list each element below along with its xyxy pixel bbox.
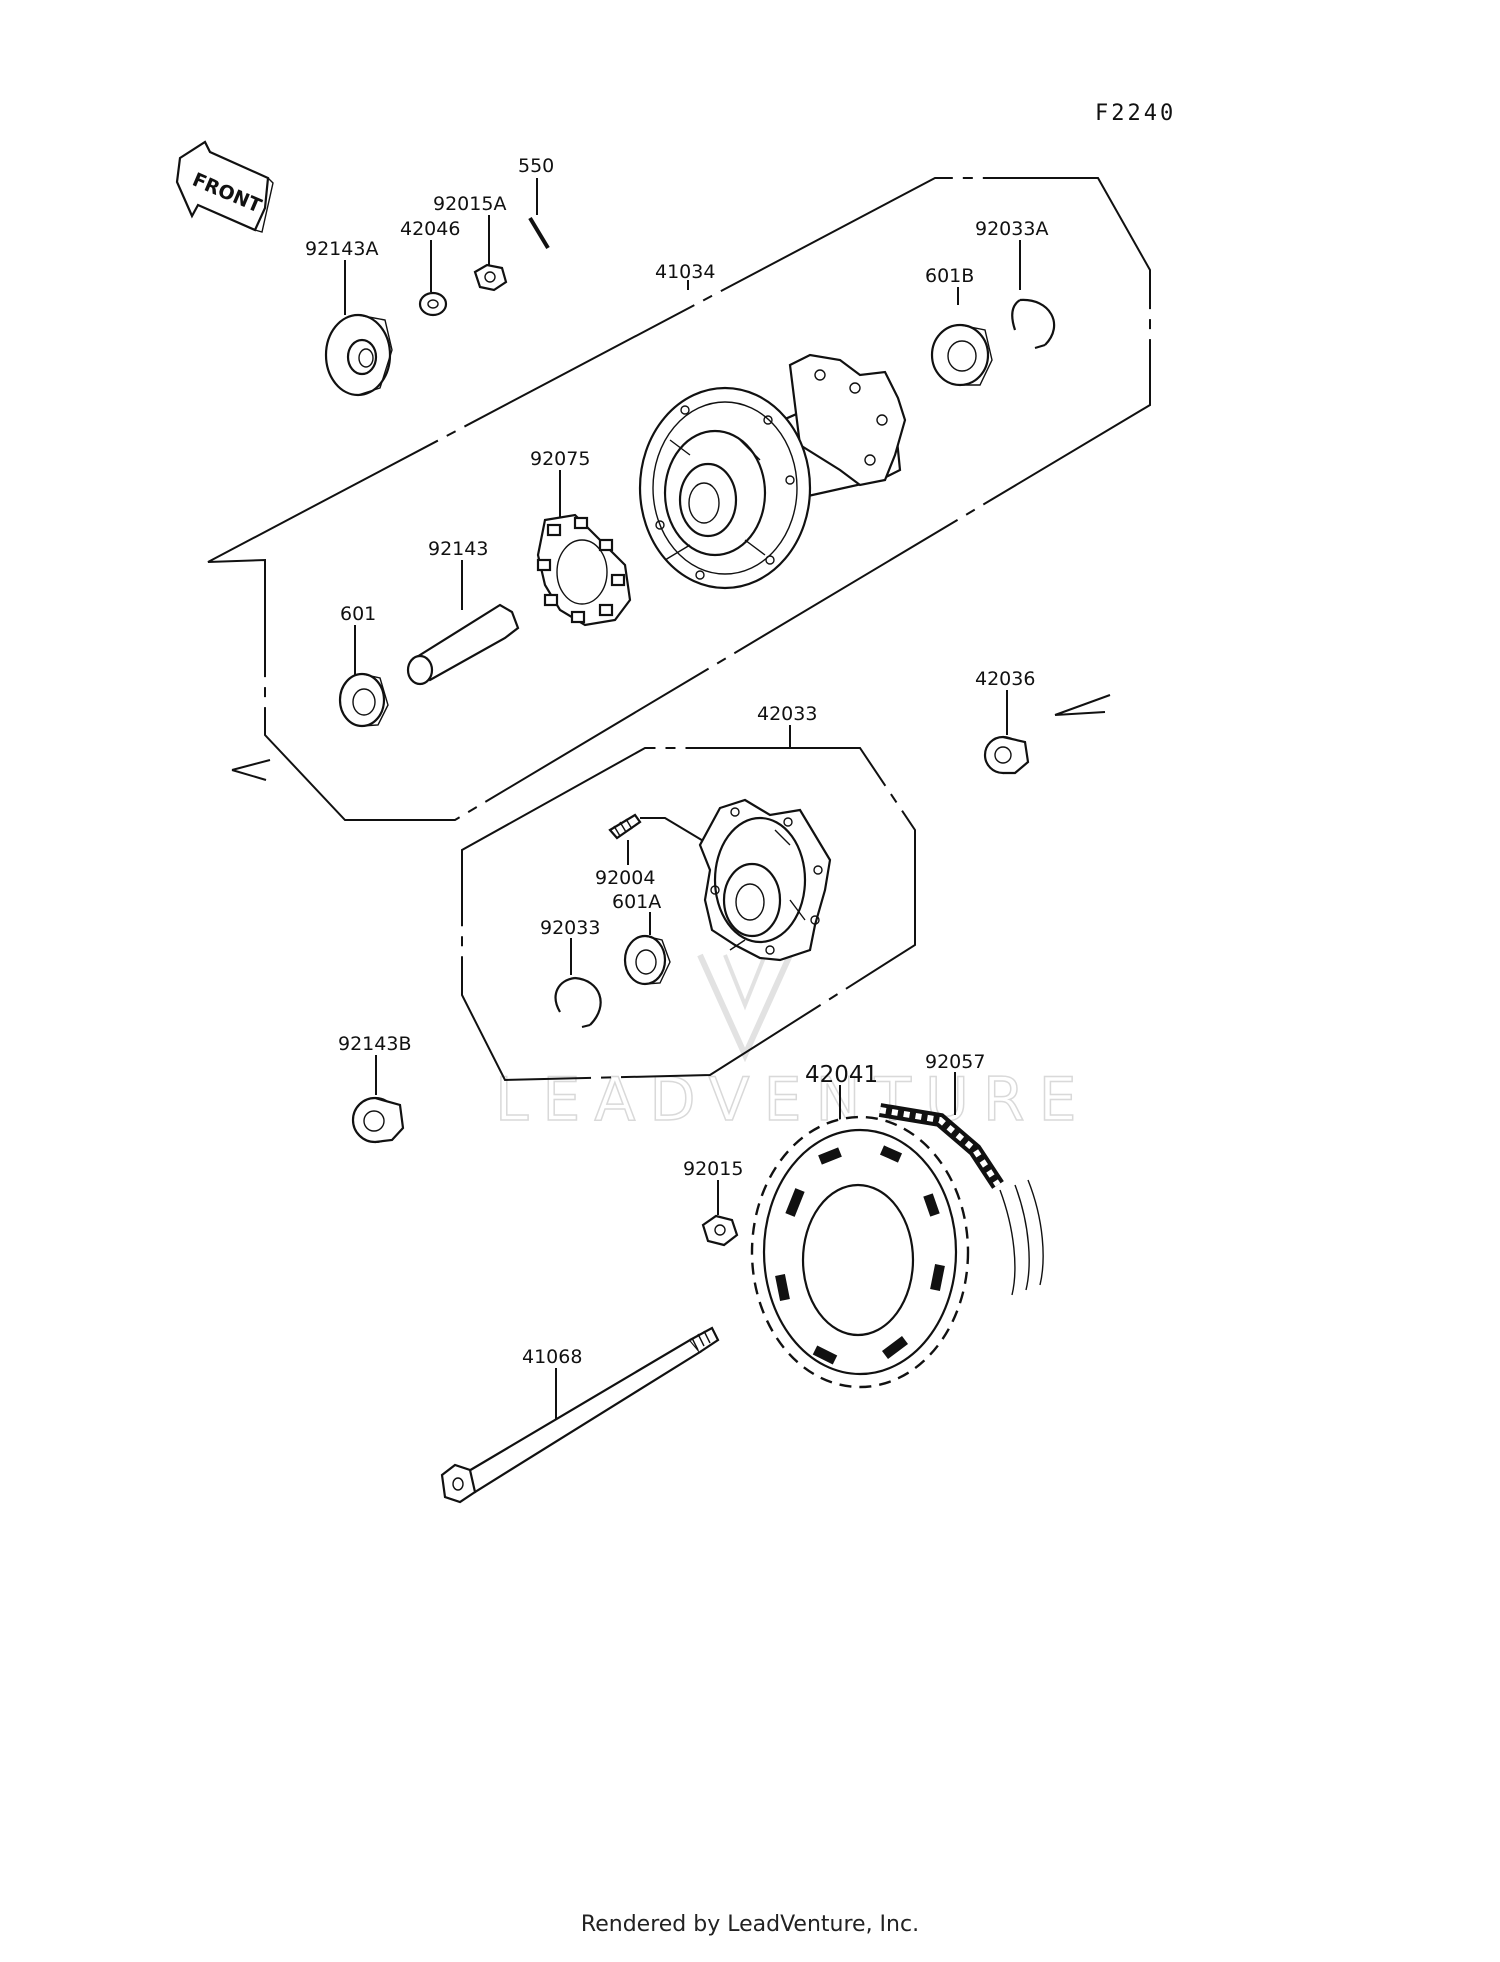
sprocket-42041: 42041 — [750, 1062, 970, 1389]
label-41034: 41034 — [655, 261, 715, 283]
label-92057: 92057 — [925, 1051, 985, 1073]
label-92143b: 92143B — [338, 1033, 411, 1055]
collar-92143b: 92143B — [338, 1033, 411, 1144]
label-92143a: 92143A — [305, 238, 378, 260]
collar-92143: 92143 — [406, 538, 520, 686]
label-92143: 92143 — [428, 538, 488, 560]
label-92004: 92004 — [595, 867, 655, 889]
washer-42046: 42046 — [400, 218, 460, 317]
nut-92015: 92015 — [683, 1158, 743, 1247]
label-601: 601 — [340, 603, 376, 625]
label-601b: 601B — [925, 265, 974, 287]
coupling-hub — [698, 798, 832, 962]
diagram-code: F2240 — [1095, 101, 1176, 126]
axle-41068: 41068 — [440, 1326, 720, 1504]
bearing-601: 601 — [338, 603, 389, 728]
label-601a: 601A — [612, 891, 661, 913]
watermark-text: LEADVENTURE — [495, 1065, 1091, 1135]
hub-assembly-boundary — [207, 177, 1151, 821]
label-42046: 42046 — [400, 218, 460, 240]
circlip-92033a: 92033A — [975, 218, 1056, 349]
hub-41034: 41034 — [638, 261, 907, 590]
label-42033: 42033 — [757, 703, 817, 725]
label-92033a: 92033A — [975, 218, 1048, 240]
label-92033: 92033 — [540, 917, 600, 939]
chain-92057: 92057 — [878, 1051, 1044, 1296]
coupling-assembly-boundary — [461, 747, 916, 1082]
boundary-arrow-left — [231, 759, 271, 781]
nut-92015a: 92015A — [433, 193, 508, 292]
label-42036: 42036 — [975, 668, 1035, 690]
damper-92075: 92075 — [530, 448, 632, 627]
stud-92004: 92004 — [595, 813, 706, 889]
cotter-pin-550: 550 — [518, 155, 554, 250]
label-41068: 41068 — [522, 1346, 582, 1368]
boundary-arrow-right — [1054, 694, 1111, 716]
collar-42036: 42036 — [975, 668, 1035, 775]
label-92015: 92015 — [683, 1158, 743, 1180]
bearing-601a: 601A — [612, 891, 671, 986]
label-550: 550 — [518, 155, 554, 177]
front-arrow-icon: FRONT — [175, 140, 274, 233]
coupling-42033-label: 42033 — [757, 703, 817, 748]
leadventure-watermark: LEADVENTURE — [494, 953, 1091, 1136]
footer-credit: Rendered by LeadVenture, Inc. — [580, 1912, 920, 1937]
collar-92143a: 92143A — [305, 238, 393, 397]
label-92075: 92075 — [530, 448, 590, 470]
circlip-92033: 92033 — [540, 917, 602, 1028]
label-42041: 42041 — [805, 1062, 878, 1088]
label-92015a: 92015A — [433, 193, 506, 215]
bearing-601b: 601B — [925, 265, 993, 387]
